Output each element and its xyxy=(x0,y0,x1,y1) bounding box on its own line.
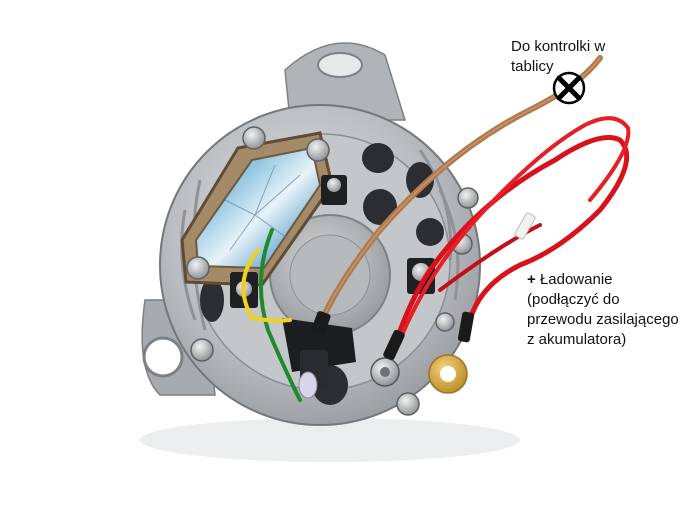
ground-shadow xyxy=(140,418,520,462)
terminal-block xyxy=(282,318,400,399)
plus-sign: + xyxy=(527,271,536,288)
lamp-label-line2: tablicy xyxy=(511,58,554,75)
charge-label-line1: Ładowanie xyxy=(539,271,613,288)
ring-terminal xyxy=(428,354,468,394)
charge-label-title: + Ładowanie xyxy=(527,270,679,290)
lamp-wire-label: Do kontrolki w tablicy xyxy=(511,37,605,77)
screws xyxy=(186,126,479,416)
cross-marker-icon xyxy=(552,71,586,105)
charge-wire-label: + Ładowanie (podłączyć do przewodu zasil… xyxy=(527,270,679,350)
regulator-wires xyxy=(241,228,302,402)
lamp-label-line1: Do kontrolki w xyxy=(511,38,606,55)
rotor-hub xyxy=(269,214,391,336)
charge-label-line4: z akumulatora) xyxy=(527,331,627,348)
charge-label-line2: (podłączyć do xyxy=(527,291,620,308)
battery-wire xyxy=(383,116,631,361)
charge-label-line3: przewodu zasilającego xyxy=(527,311,679,328)
mounting-ear-top xyxy=(284,42,407,121)
